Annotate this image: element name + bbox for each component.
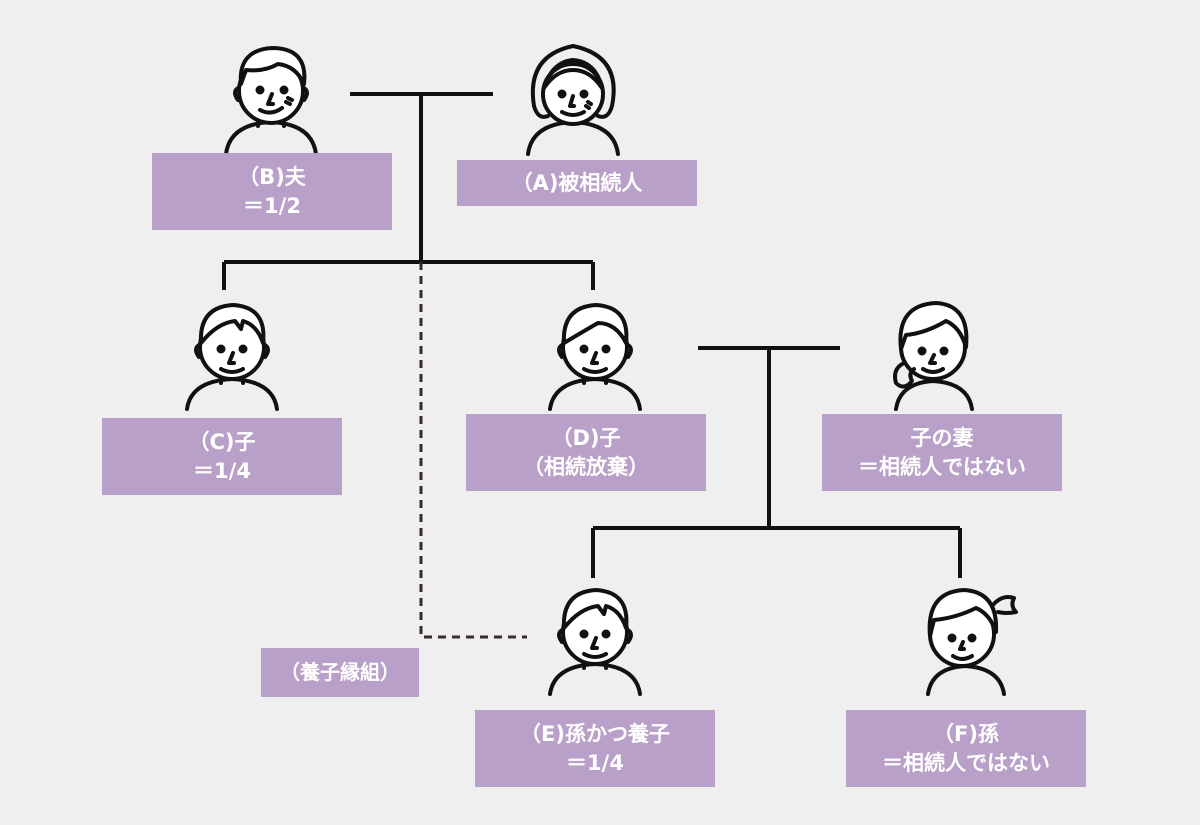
label-e-grandchild-adopted: （E)孫かつ養子 ＝1/4 bbox=[475, 710, 715, 787]
label-f-grandchild: （F)孫 ＝相続人ではない bbox=[846, 710, 1086, 787]
label-adoption: （養子縁組） bbox=[261, 648, 419, 697]
older-man-icon bbox=[216, 36, 326, 156]
label-c-child: （C)子 ＝1/4 bbox=[102, 418, 342, 495]
label-a-decedent: （A)被相続人 bbox=[457, 160, 697, 206]
label-b-husband: （B)夫 ＝1/2 bbox=[152, 153, 392, 230]
man-icon bbox=[540, 291, 650, 411]
girl-icon bbox=[910, 576, 1020, 696]
boy-icon bbox=[540, 576, 650, 696]
label-child-wife: 子の妻 ＝相続人ではない bbox=[822, 414, 1062, 491]
woman-icon bbox=[878, 291, 988, 411]
label-d-child: （D)子 （相続放棄） bbox=[466, 414, 706, 491]
man-icon bbox=[177, 291, 287, 411]
older-woman-icon bbox=[518, 36, 628, 156]
